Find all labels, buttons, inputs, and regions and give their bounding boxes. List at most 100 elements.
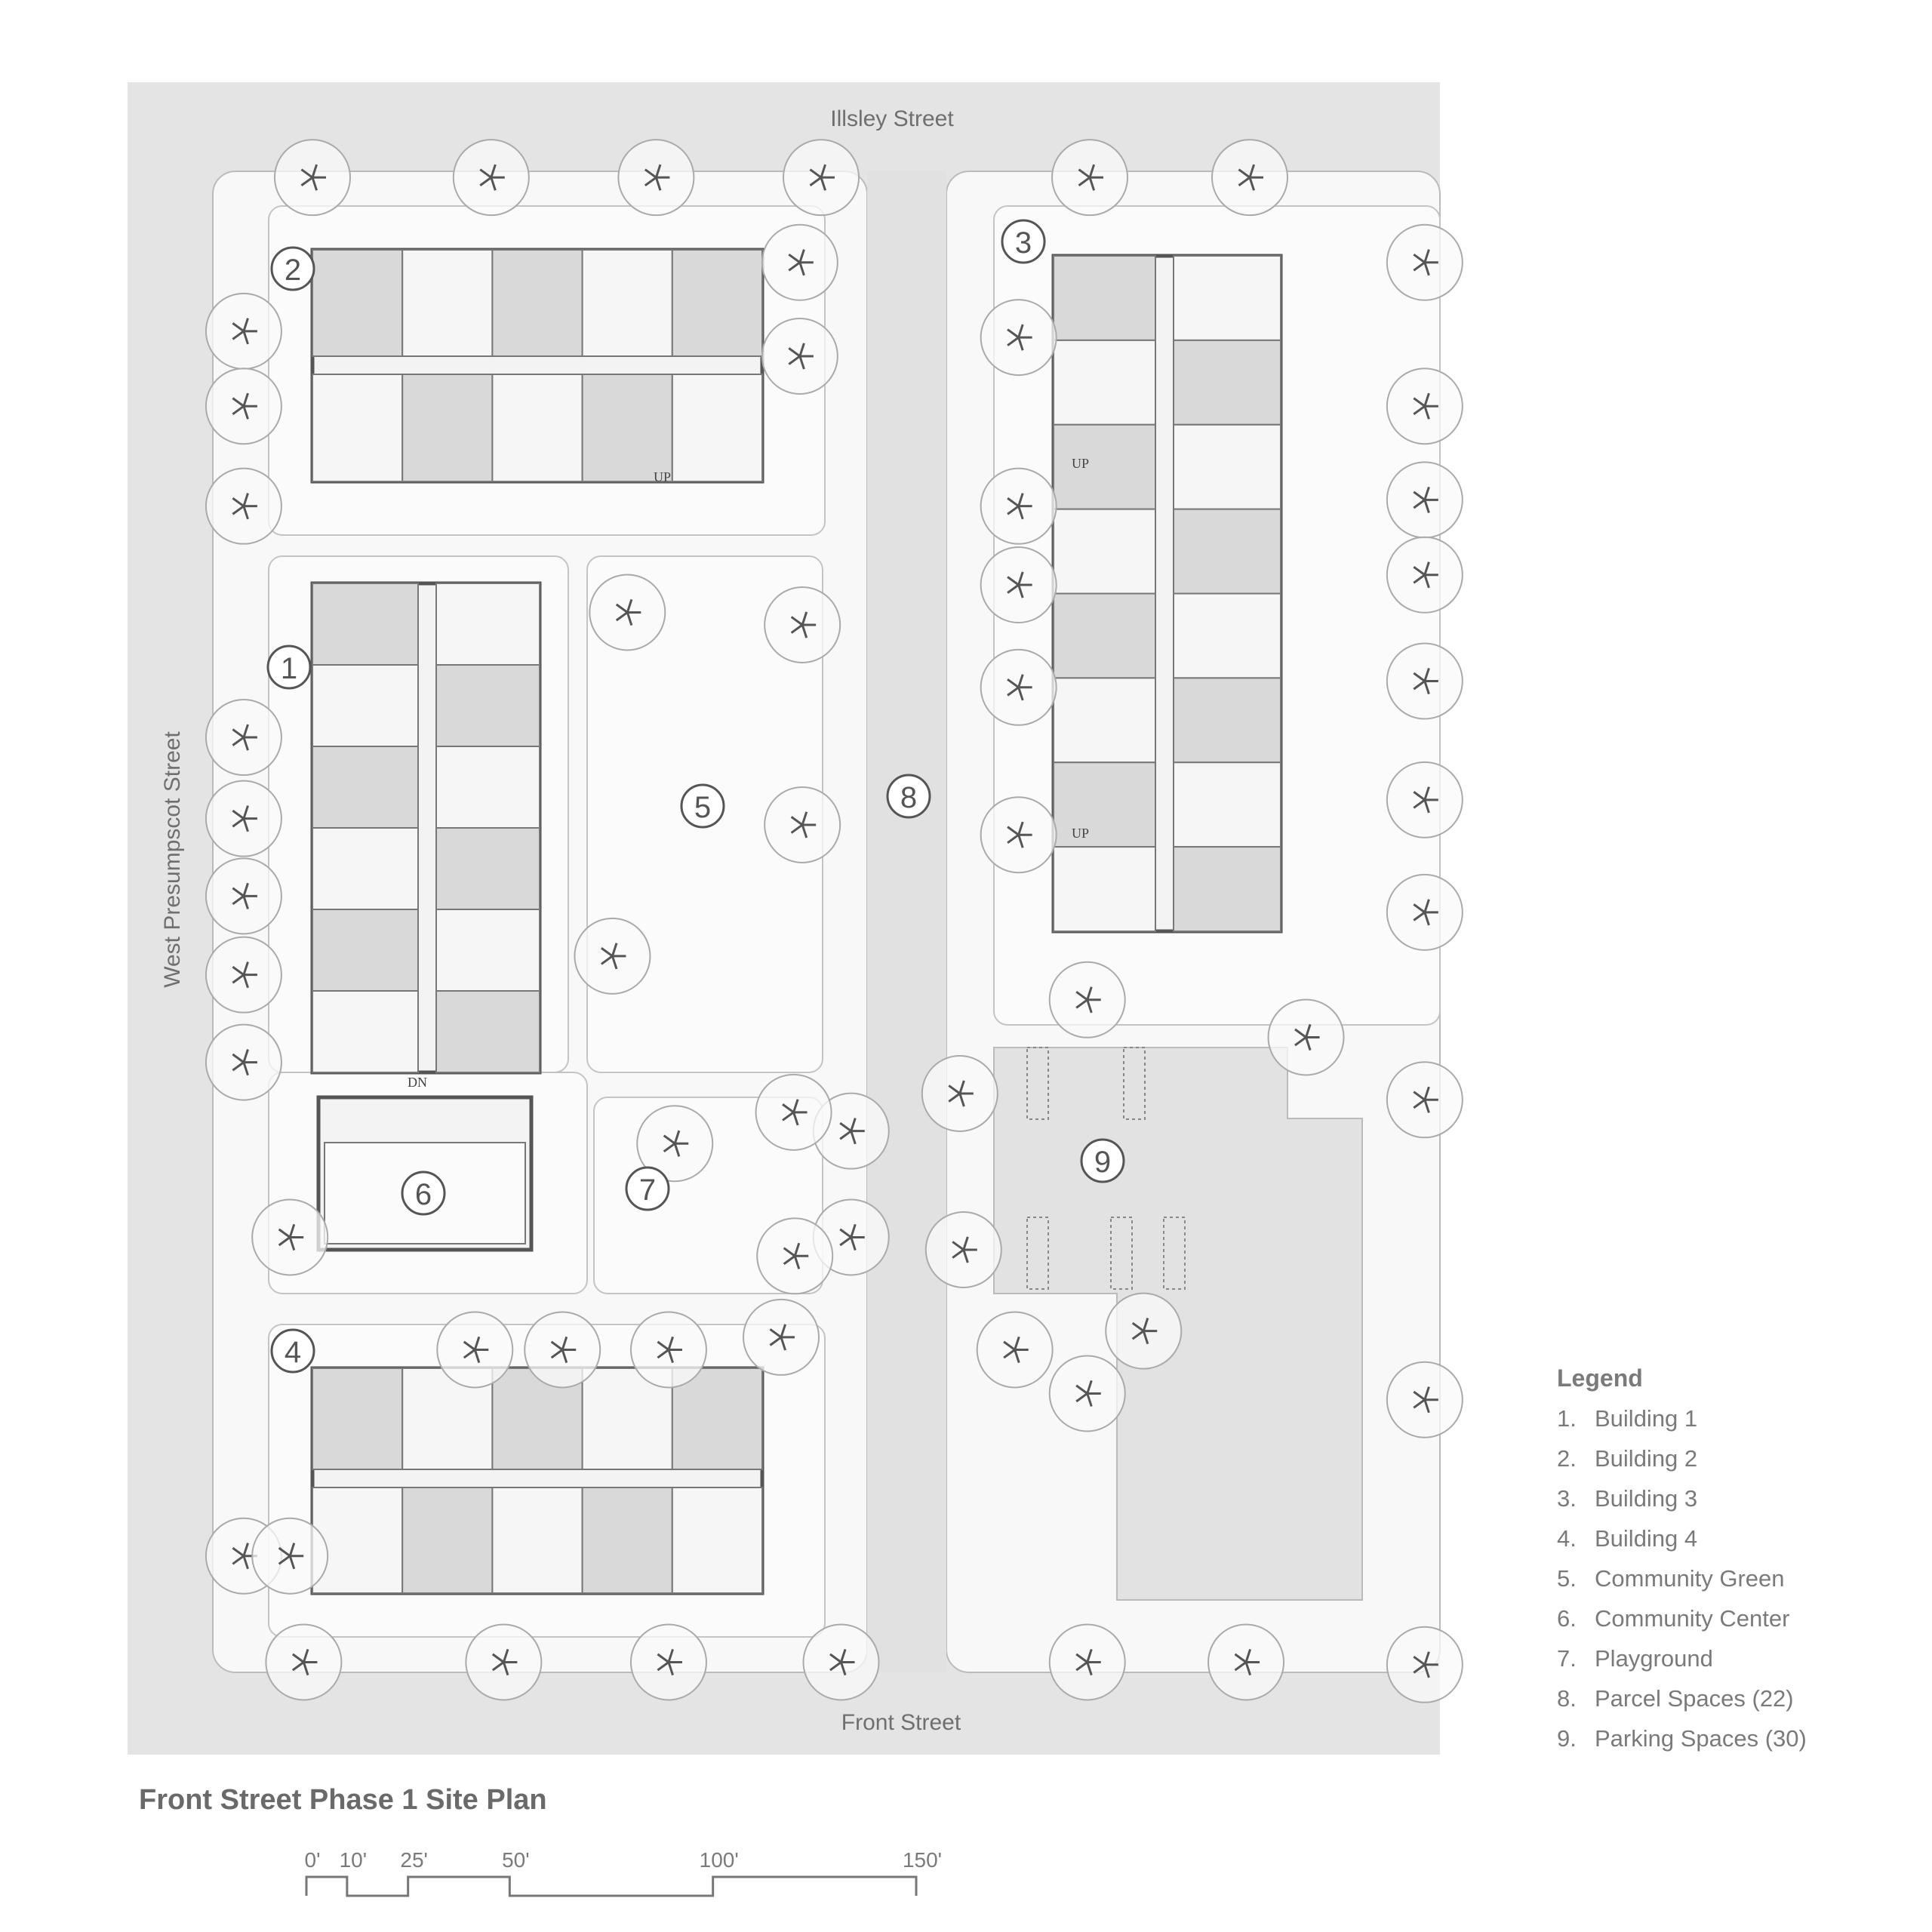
unit <box>435 583 540 666</box>
tree-icon <box>812 1092 890 1170</box>
unit <box>312 827 419 910</box>
tree-icon <box>1051 139 1129 217</box>
unit <box>1053 761 1156 848</box>
legend-item: 4.Building 4 <box>1557 1518 1807 1558</box>
street-label-illsley: Illsley Street <box>830 106 954 131</box>
tree-icon <box>1208 1623 1285 1701</box>
stair-label: UP <box>1072 456 1089 471</box>
tree-icon <box>1211 139 1288 217</box>
marker-4: 4 <box>270 1328 315 1374</box>
unit <box>312 1367 404 1470</box>
unit <box>671 1487 763 1594</box>
tree-icon <box>574 917 651 995</box>
legend-item-label: Building 1 <box>1595 1405 1698 1432</box>
tree-icon <box>1386 461 1463 539</box>
stair-label: UP <box>1072 826 1089 841</box>
tree-icon <box>629 1311 707 1389</box>
tree-icon <box>1386 1361 1463 1438</box>
legend-item-number: 8. <box>1557 1685 1577 1712</box>
marker-8: 8 <box>886 774 931 819</box>
legend-item-label: Community Green <box>1595 1565 1785 1592</box>
stair-label: UP <box>654 469 671 485</box>
legend-item: 6.Community Center <box>1557 1598 1807 1638</box>
legend-item-label: Parcel Spaces (22) <box>1595 1685 1794 1712</box>
unit <box>671 374 763 482</box>
unit <box>312 583 419 666</box>
legend-item-number: 2. <box>1557 1445 1577 1472</box>
tree-icon <box>205 936 282 1014</box>
unit <box>312 909 419 992</box>
marker-5: 5 <box>680 783 725 829</box>
tree-icon <box>980 796 1057 874</box>
scale-bar: 0'10'25'50'100'150' <box>305 1848 942 1897</box>
tree-icon <box>452 139 530 217</box>
building-1 <box>310 581 542 1075</box>
tree-icon <box>1386 761 1463 838</box>
unit <box>1053 592 1156 679</box>
tree-icon <box>980 546 1057 624</box>
tree-icon <box>1386 873 1463 951</box>
tree-icon <box>205 368 282 445</box>
tree-icon <box>743 1298 820 1376</box>
tree-icon <box>1105 1292 1183 1370</box>
legend-item-label: Playground <box>1595 1645 1713 1672</box>
unit <box>1053 677 1156 764</box>
marker-number: 2 <box>285 254 301 287</box>
unit <box>1053 255 1156 341</box>
legend-item: 2. Building 2 <box>1557 1438 1807 1478</box>
unit <box>312 990 419 1073</box>
unit <box>1173 339 1281 426</box>
legend-item-label: Building 4 <box>1595 1525 1698 1552</box>
tree-icon <box>755 1073 832 1151</box>
tree-icon <box>1386 536 1463 614</box>
unit <box>1173 846 1281 932</box>
unit <box>435 746 540 829</box>
legend-item: 5.Community Green <box>1557 1558 1807 1598</box>
unit <box>581 374 673 482</box>
tree-icon <box>205 780 282 857</box>
marker-circle <box>680 783 725 829</box>
marker-number: 7 <box>639 1174 656 1207</box>
marker-circle <box>266 645 312 690</box>
marker-circle <box>270 246 315 291</box>
marker-number: 3 <box>1015 226 1032 260</box>
unit <box>1173 592 1281 679</box>
tree-icon <box>761 223 838 301</box>
scale-bar-label: 150' <box>903 1848 942 1872</box>
legend-item-label: Community Center <box>1595 1605 1790 1632</box>
accessible-stall <box>1110 1217 1133 1290</box>
tree-icon <box>1386 368 1463 445</box>
tree-icon <box>465 1623 543 1701</box>
scale-bar-label: 50' <box>502 1848 530 1872</box>
legend-item: 1.Building 1 <box>1557 1398 1807 1438</box>
legend-item: 9.Parking Spaces (30) <box>1557 1718 1807 1758</box>
legend-heading: Legend <box>1557 1364 1643 1392</box>
tree-icon <box>1386 1061 1463 1139</box>
building-3 <box>1051 254 1283 934</box>
unit <box>671 249 763 357</box>
unit <box>581 1487 673 1594</box>
accessible-stall <box>1123 1047 1146 1120</box>
tree-icon <box>1386 642 1463 720</box>
parcel-drive <box>867 171 946 1672</box>
marker-1: 1 <box>266 645 312 690</box>
street-label-west-presumpscot: West Presumpscot Street <box>160 731 185 988</box>
accessible-stall <box>1026 1217 1049 1290</box>
unit <box>581 249 673 357</box>
marker-number: 9 <box>1094 1146 1111 1179</box>
tree-icon <box>924 1211 1002 1288</box>
tree-icon <box>980 467 1057 545</box>
unit <box>312 664 419 747</box>
tree-icon <box>921 1055 998 1132</box>
tree-icon <box>980 648 1057 726</box>
legend-item-number: 9. <box>1557 1725 1577 1752</box>
tree-icon <box>251 1198 329 1276</box>
unit <box>491 1487 583 1594</box>
unit <box>1173 761 1281 848</box>
marker-circle <box>886 774 931 819</box>
legend-item-label: Building 2 <box>1595 1445 1698 1472</box>
building-4 <box>310 1366 764 1595</box>
unit <box>435 909 540 992</box>
tree-icon <box>976 1311 1054 1389</box>
